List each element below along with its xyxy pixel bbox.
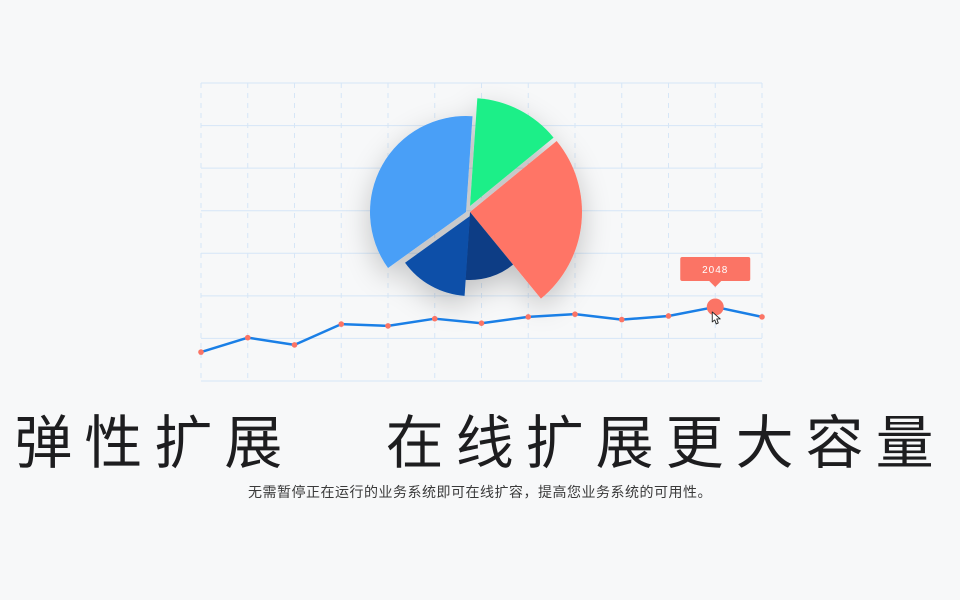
pie-chart [370, 98, 582, 299]
data-point [338, 321, 345, 327]
data-point [572, 311, 578, 317]
data-point [244, 334, 251, 341]
line-chart [198, 298, 765, 355]
data-point [759, 314, 765, 320]
pie-slice-green [470, 98, 554, 206]
highlight-point [706, 298, 724, 316]
data-point [291, 342, 298, 348]
subheadline: 无需暂停正在运行的业务系统即可在线扩容，提高您业务系统的可用性。 [248, 485, 712, 501]
data-point [198, 349, 204, 355]
tooltip-value: 2048 [702, 265, 728, 276]
data-point [478, 320, 485, 327]
data-point [525, 314, 532, 320]
pie-slice-dark-blue [405, 216, 470, 296]
data-point [385, 323, 391, 329]
tooltip-arrow [709, 280, 722, 287]
headline: 弹性扩展 在线扩展更大容量 [14, 409, 946, 477]
pie-slice-blue [370, 116, 473, 269]
data-point [665, 313, 672, 319]
pie-slice-navy [465, 212, 514, 280]
tooltip-box [680, 256, 751, 281]
hand-pointer-icon [711, 311, 721, 325]
data-point [431, 315, 438, 322]
value-tooltip: 2048 [680, 256, 751, 287]
data-point [618, 316, 625, 323]
pie-slice-coral [470, 141, 582, 299]
